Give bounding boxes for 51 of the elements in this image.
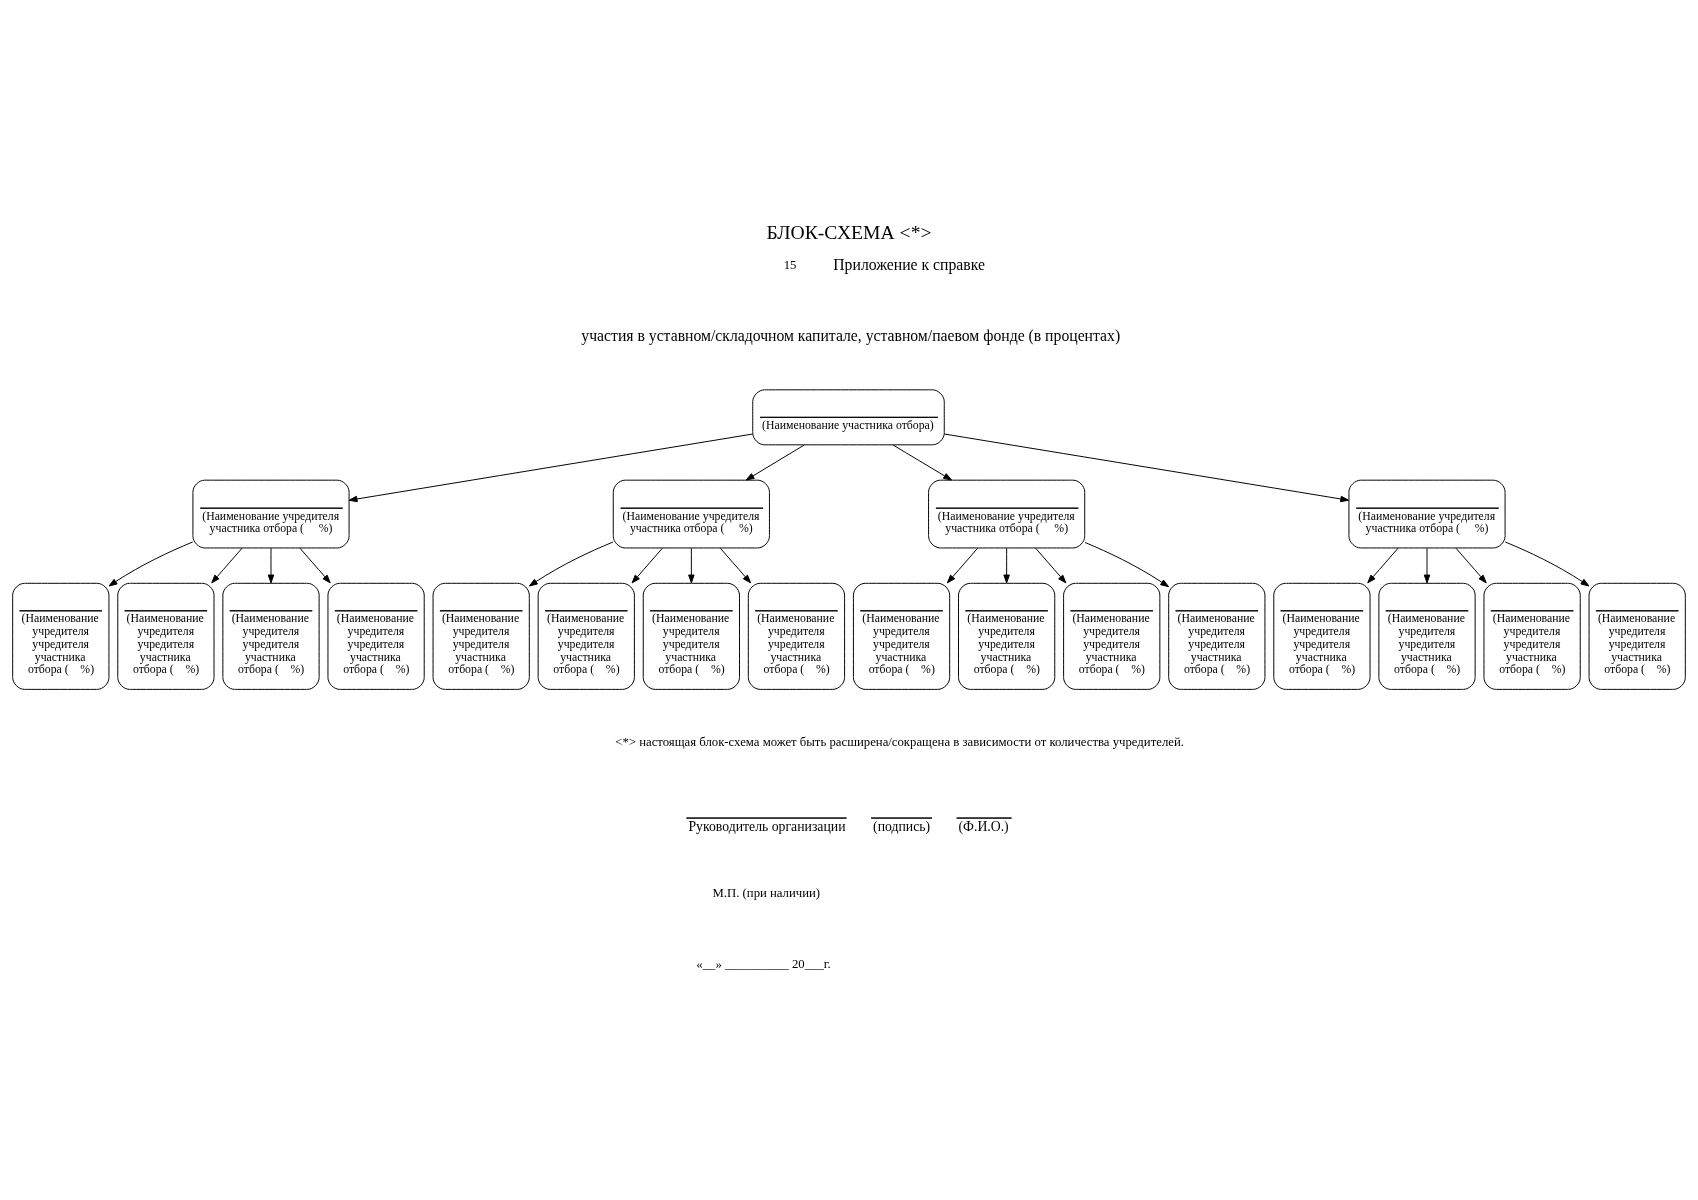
arrow (211, 547, 243, 583)
node-box: (Наименование учредителя учредителя участника отбора ( %) (537, 582, 635, 690)
arrow (1367, 547, 1399, 583)
arrow (528, 541, 614, 586)
node-box: (Наименование учредителя учредителя участника отбора ( %) (222, 582, 320, 690)
label: «__» __________ 20___г. (696, 956, 831, 971)
arrow (299, 547, 331, 583)
node-box: (Наименование учредителя учредителя участника отбора ( %) (852, 582, 951, 690)
node-box: (Наименование учредителя учредителя участника отбора ( %) (1588, 582, 1686, 690)
node-box: (Наименование учредителя учредителя участника отбора ( %) (747, 582, 846, 690)
node-box: (Наименование учредителя участника отбора ( %) (612, 479, 770, 548)
node-box: (Наименование учредителя участника отбора ( %) (928, 479, 1086, 548)
arrow (267, 547, 275, 583)
label: Приложение к справке (833, 255, 985, 273)
label: 15 (783, 257, 797, 272)
arrow (1084, 541, 1170, 587)
label: <*> настоящая блок-схема может быть расширена/сокращена в зависимости от количества учредителей. (615, 734, 1184, 749)
node-box: (Наименование учредителя учредителя участника отбора ( %) (642, 582, 740, 690)
node-box: (Наименование учредителя учредителя участника отбора ( %) (958, 582, 1056, 690)
node-box: (Наименование учредителя учредителя участника отбора ( %) (1063, 582, 1161, 690)
arrow (108, 541, 194, 586)
label: М.П. (при наличии) (712, 885, 821, 900)
node-box: (Наименование учредителя учредителя участника отбора ( %) (1483, 582, 1581, 690)
label: Руководитель организации (688, 818, 846, 834)
arrow (1003, 547, 1010, 583)
arrow (1504, 541, 1590, 586)
node-box: (Наименование учредителя учредителя участника отбора ( %) (12, 582, 110, 690)
arrow (348, 433, 753, 502)
label: (подпись) (873, 818, 931, 834)
arrow (943, 433, 1350, 502)
node-box: (Наименование учредителя участника отбора ( %) (1348, 479, 1506, 548)
arrow (1455, 547, 1487, 583)
diagram-title: БЛОК-СХЕМА <*> (766, 220, 932, 243)
node-box: (Наименование учредителя учредителя участника отбора ( %) (1168, 582, 1266, 690)
arrow (719, 547, 752, 583)
label: участия в уставном/складочном капитале, уставном/паевом фонде (в процентах) (581, 326, 1121, 344)
arrow (1423, 547, 1431, 583)
arrow (1035, 547, 1067, 583)
arrow (688, 547, 695, 583)
label: (Ф.И.О.) (958, 818, 1009, 834)
node-box: (Наименование учредителя учредителя участника отбора ( %) (432, 582, 530, 690)
node-box: (Наименование участника отбора) (752, 388, 945, 445)
node-box: (Наименование учредителя учредителя участника отбора ( %) (327, 582, 425, 690)
arrow (631, 547, 663, 583)
node-box: (Наименование учредителя учредителя участника отбора ( %) (1273, 582, 1371, 690)
node-box: (Наименование учредителя учредителя участника отбора ( %) (1378, 582, 1476, 690)
node-box: (Наименование учредителя учредителя участника отбора ( %) (117, 582, 215, 690)
arrow (946, 547, 979, 583)
arrow (892, 443, 952, 481)
node-box: (Наименование учредителя участника отбора ( %) (192, 479, 350, 548)
arrow (745, 443, 805, 481)
